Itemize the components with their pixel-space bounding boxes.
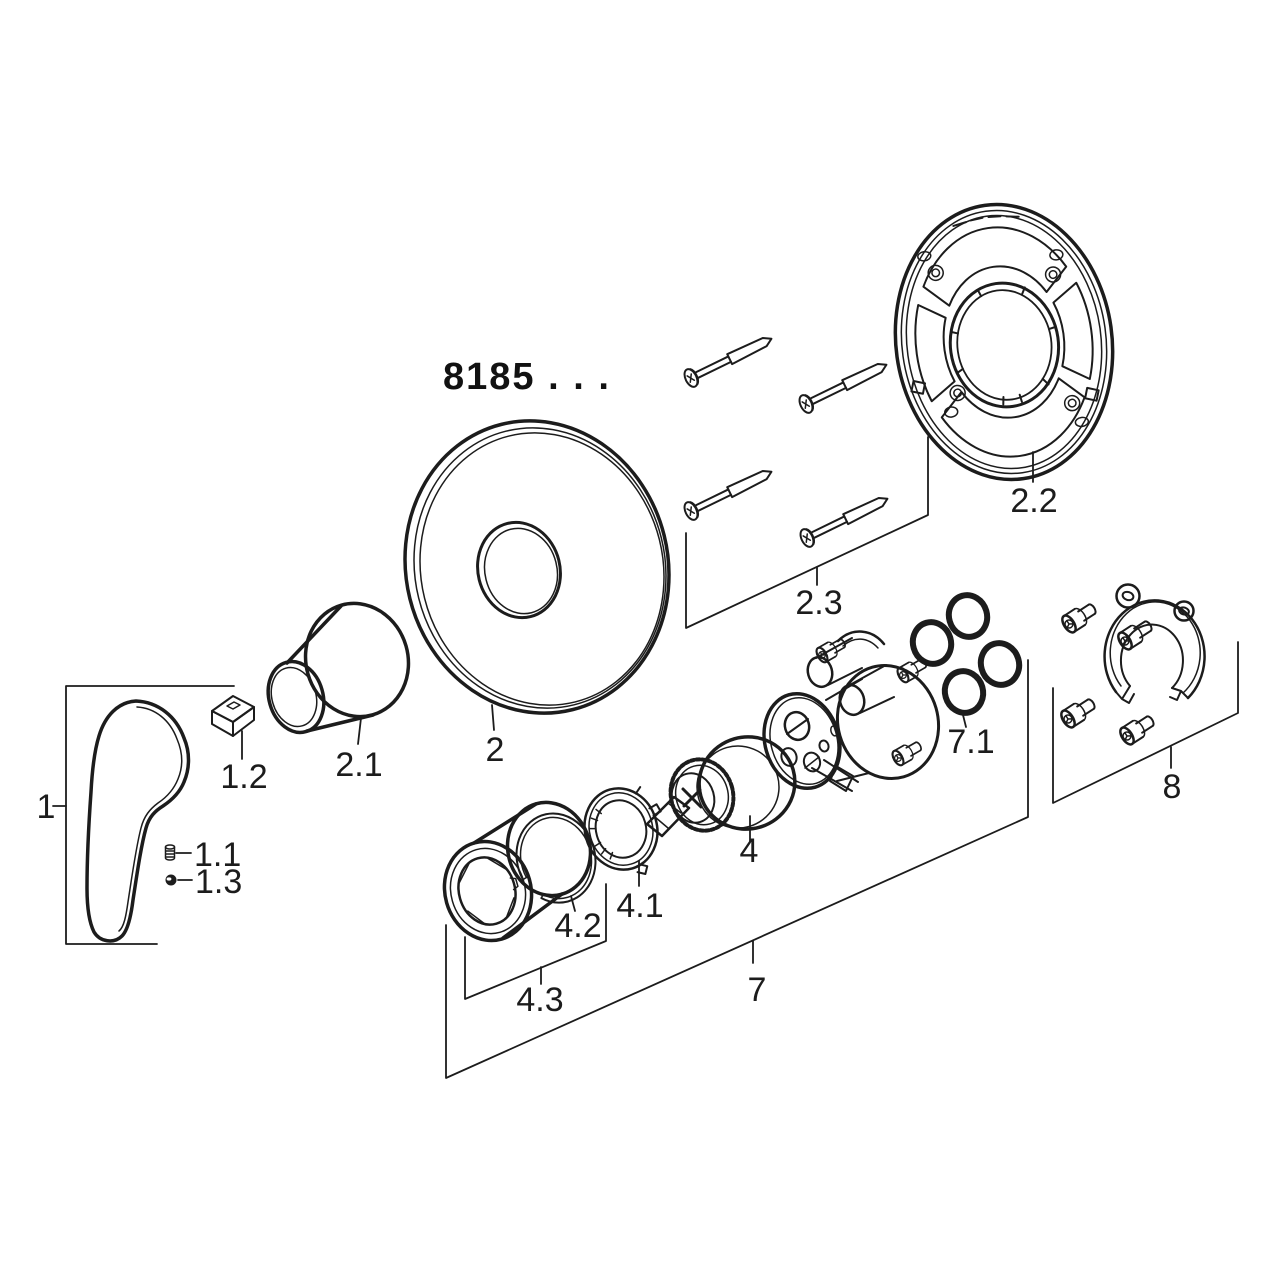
handle-sleeve-drawing xyxy=(266,601,411,735)
bracket-screw-icon xyxy=(1058,598,1101,636)
label-part-4-3: 4.3 xyxy=(516,981,563,1019)
plate-boss xyxy=(1062,393,1082,413)
mounting-screw-icon xyxy=(680,329,777,390)
label-part-4-2: 4.2 xyxy=(554,907,601,945)
mounting-screws-drawing xyxy=(680,329,893,550)
label-part-2: 2 xyxy=(486,731,505,769)
bayonet-tabs xyxy=(949,286,1057,406)
label-part-1-3: 1.3 xyxy=(195,863,242,901)
model-number: 8185 . . . xyxy=(443,356,611,398)
handle-bracket-leader xyxy=(52,685,235,945)
label-part-4: 4 xyxy=(740,832,759,870)
leader-2-1 xyxy=(357,717,362,745)
plug-icon xyxy=(165,874,177,886)
label-part-1-1: 1.1 xyxy=(194,836,241,874)
leader-2 xyxy=(491,704,495,731)
escutcheon-drawing xyxy=(403,419,671,715)
sleeve-bracket-leader xyxy=(464,883,607,1000)
valve-bracket-leader xyxy=(445,659,1029,1079)
o-ring-set-drawing xyxy=(908,591,1024,718)
plate-boss xyxy=(948,383,967,403)
bracket-set-leader xyxy=(1052,641,1239,804)
mounting-screw-icon xyxy=(795,355,892,416)
label-part-2-2: 2.2 xyxy=(1010,482,1057,520)
mounting-screw-icon xyxy=(796,489,893,550)
square-adapter-drawing xyxy=(211,695,255,737)
label-part-2-3: 2.3 xyxy=(795,584,842,622)
mounting-bracket-drawing xyxy=(1057,583,1206,748)
screws-bracket-leader xyxy=(685,436,929,629)
label-part-4-1: 4.1 xyxy=(616,887,663,925)
sleeve-inner-profile xyxy=(458,857,519,924)
label-part-7-1: 7.1 xyxy=(947,723,994,761)
stop-sleeve-drawing xyxy=(442,800,593,943)
bracket-screw-icon xyxy=(1114,615,1157,653)
locking-ring-drawing xyxy=(583,786,662,876)
lever-handle-drawing xyxy=(85,699,191,943)
label-part-2-1: 2.1 xyxy=(335,746,382,784)
label-part-8: 8 xyxy=(1163,768,1182,806)
cartridge-drawing xyxy=(645,735,797,838)
bracket-screw-icon xyxy=(1057,693,1100,731)
label-part-1: 1 xyxy=(37,788,56,826)
leader-7-1 xyxy=(961,710,967,728)
mounting-screw-icon xyxy=(680,462,777,523)
valve-screw-icon xyxy=(889,737,926,769)
set-screw-icon xyxy=(164,844,176,861)
wall-plate-drawing xyxy=(893,202,1115,482)
bracket-screw-icon xyxy=(1116,710,1159,748)
leader-4-2 xyxy=(570,895,576,912)
valve-body-drawing xyxy=(762,630,941,792)
label-part-1-2: 1.2 xyxy=(220,758,267,796)
label-part-7: 7 xyxy=(748,971,767,1009)
snap-ring-drawing xyxy=(515,812,597,904)
